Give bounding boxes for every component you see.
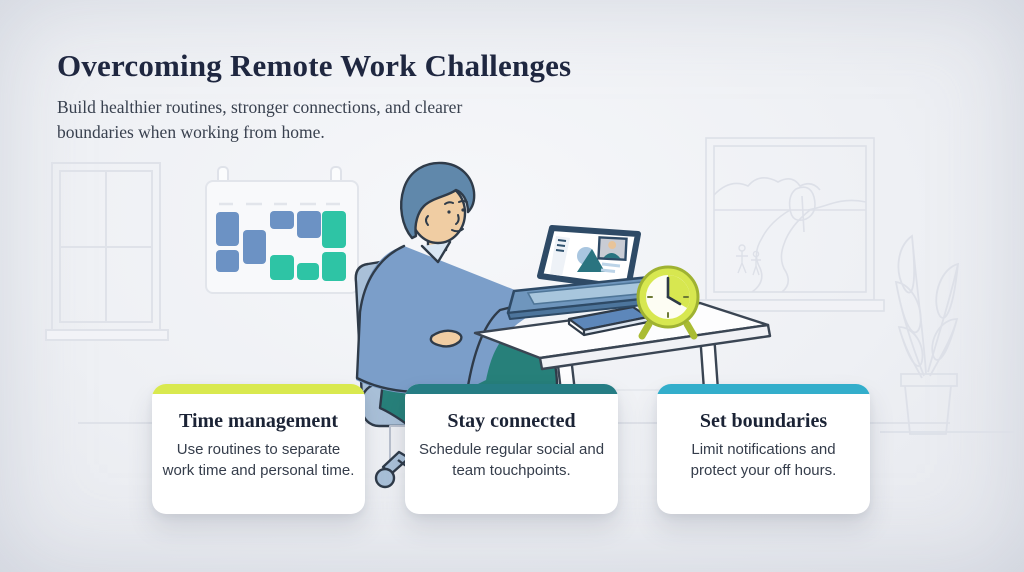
wall-calendar-icon xyxy=(205,166,359,294)
alarm-clock-icon xyxy=(636,265,700,340)
person-at-desk-icon xyxy=(355,161,568,484)
window-path-view-icon xyxy=(695,137,885,312)
page-title: Overcoming Remote Work Challenges xyxy=(57,48,572,83)
video-call-thumbnail xyxy=(603,241,621,259)
page-subtitle: Build healthier routines, stronger conne… xyxy=(57,97,463,142)
window-left-icon xyxy=(45,162,169,341)
header: Overcoming Remote Work Challenges Build … xyxy=(57,48,571,145)
laptop-screen xyxy=(550,236,628,276)
potted-plant-icon xyxy=(880,234,1014,435)
laptop-video-call-icon xyxy=(506,225,664,320)
